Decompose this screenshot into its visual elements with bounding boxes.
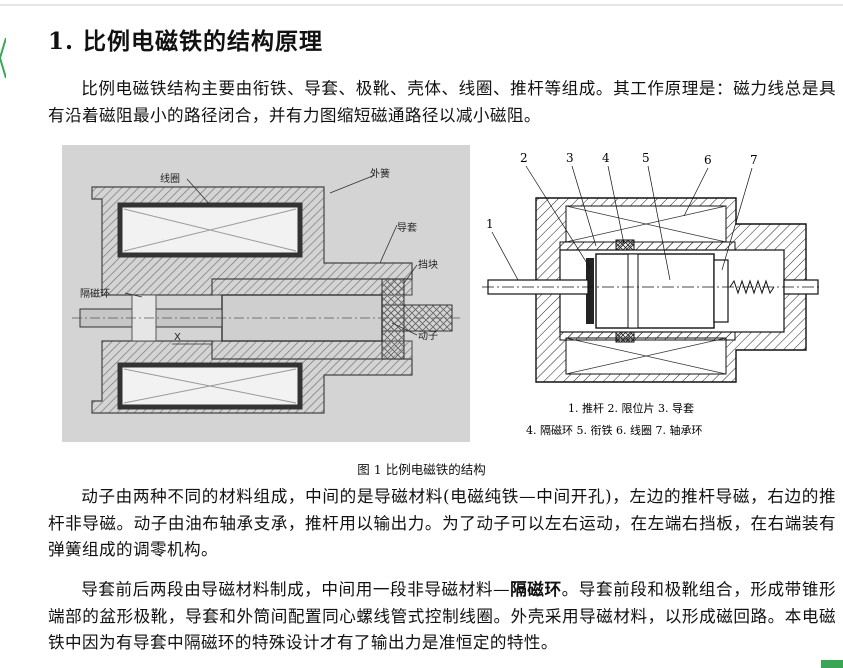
label-guide: 导套: [397, 221, 417, 234]
legend-line-2: 4. 隔磁环 5. 衔铁 6. 线圈 7. 轴承环: [526, 423, 702, 437]
label-num-4: 4: [602, 151, 610, 165]
label-x: X: [174, 332, 181, 343]
guide-text-before: 导套前后两段由导磁材料制成，中间用一段非导磁材料—: [81, 580, 510, 599]
label-num-3: 3: [566, 151, 574, 165]
mover-paragraph: 动子由两种不同的材料组成，中间的是导磁材料(电磁纯铁—中间开孔)，左边的推杆导磁…: [48, 487, 836, 559]
page-corner-tab: [821, 660, 843, 668]
label-coil: 线圈: [160, 172, 180, 185]
label-num-7: 7: [750, 153, 758, 167]
margin-mark-icon: [0, 38, 6, 78]
figure-caption: 图 1 比例电磁铁的结构: [357, 462, 486, 477]
highlight-term: 隔磁环: [509, 579, 562, 599]
label-mover: 动子: [418, 330, 438, 342]
legend-line-1: 1. 推杆 2. 限位片 3. 导套: [568, 401, 694, 415]
guide-paragraph: 导套前后两段由导磁材料制成，中间用一段非导磁材料—隔磁环。导套前段和极靴组合，形…: [48, 576, 836, 657]
section-heading: 1. 比例电磁铁的结构原理: [48, 28, 324, 55]
label-num-6: 6: [704, 153, 712, 167]
figure-left-cross-section: 线圈 外簧 导套 挡块 隔磁环 动子 X: [62, 145, 470, 442]
label-ring: 隔磁环: [80, 287, 110, 300]
figure-right-schematic: 2 3 4 5 6 7 1 1. 推杆 2. 限位片 3. 导套 4. 隔磁环 …: [478, 150, 823, 445]
label-num-2: 2: [520, 151, 528, 165]
top-border: [0, 4, 843, 6]
intro-paragraph: 比例电磁铁结构主要由衔铁、导套、极靴、壳体、线圈、推杆等组成。其工作原理是：磁力…: [48, 79, 836, 125]
label-housing: 外簧: [370, 167, 390, 180]
label-num-1: 1: [486, 217, 494, 231]
label-num-5: 5: [642, 151, 650, 165]
guide-text-after: 。导套前段和极靴组合，形成带锥形端部的盆形极靴，导套和外筒间配置同心螺线管式控制…: [48, 580, 836, 652]
label-stopper: 挡块: [418, 258, 438, 271]
